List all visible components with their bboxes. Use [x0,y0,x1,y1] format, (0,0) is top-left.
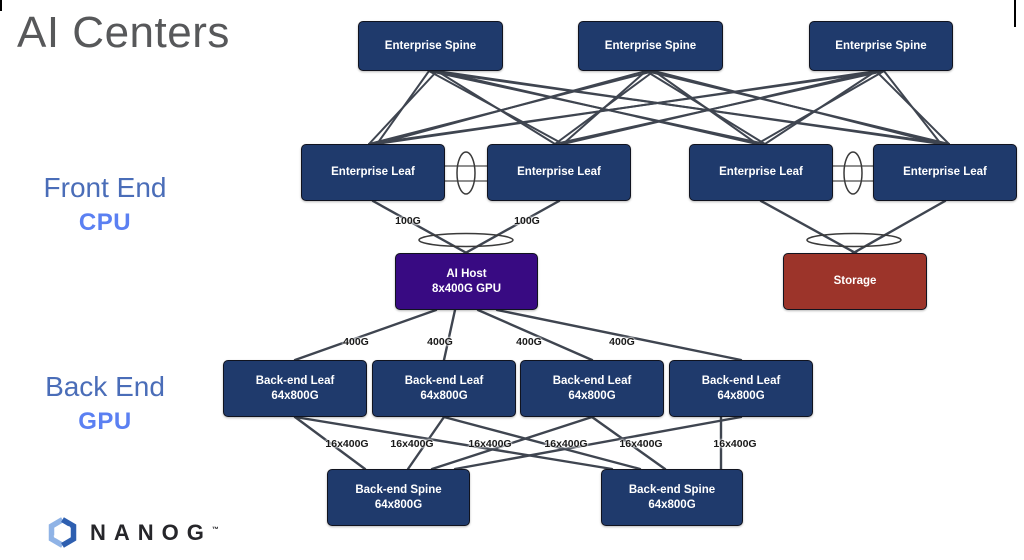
node-label: Back-end Spine [628,483,716,496]
node-sublabel: 8x400G GPU [431,282,502,295]
node-label: Back-end Spine [355,483,442,496]
ai-host-node: AI Host 8x400G GPU [395,253,538,310]
backend-leaf-4: Back-end Leaf 64x800G [669,360,813,417]
ai-host-bundle-oval [418,232,514,248]
cpu-label: CPU [78,209,132,236]
storage-bundle-oval [806,232,902,248]
enterprise-spine-3: Enterprise Spine [809,21,953,71]
node-sublabel: 64x800G [420,389,468,402]
node-label: Storage [833,275,877,288]
storage-node: Storage [783,253,927,310]
link-label-400g-3: 400G [516,336,542,348]
back-end-section-label: Back End GPU [0,371,210,436]
link-label-100g-1: 100G [395,215,421,227]
enterprise-leaf-2: Enterprise Leaf [487,144,631,201]
node-sublabel: 64x800G [271,389,319,402]
backend-leaf-to-spine-links [293,415,743,471]
front-end-section-label: Front End CPU [0,172,210,237]
node-label: Enterprise Spine [384,39,477,52]
front-end-label: Front End [43,172,167,203]
nanog-logo-icon [48,517,77,548]
node-label: Enterprise Spine [835,39,927,52]
node-sublabel: 64x800G [717,389,765,402]
backend-leaf-3: Back-end Leaf 64x800G [520,360,664,417]
nanog-wordmark: NANOG™ [90,520,219,546]
back-end-label: Back End [45,371,165,402]
node-label: Enterprise Leaf [719,166,803,179]
link-label-16x400g-4: 16x400G [544,438,588,450]
node-sublabel: 64x800G [648,498,696,511]
trademark-symbol: ™ [211,526,219,534]
node-sublabel: 64x800G [568,389,616,402]
link-label-16x400g-2: 16x400G [390,438,434,450]
backend-spine-1: Back-end Spine 64x800G [327,469,470,526]
link-label-16x400g-5: 16x400G [619,438,663,450]
backend-leaf-1: Back-end Leaf 64x800G [223,360,367,417]
link-label-16x400g-3: 16x400G [468,438,512,450]
node-label: Enterprise Leaf [517,166,601,179]
link-label-400g-2: 400G [427,336,453,348]
node-label: Back-end Leaf [552,374,632,387]
backend-leaf-2: Back-end Leaf 64x800G [372,360,516,417]
enterprise-spine-2: Enterprise Spine [578,21,723,71]
spine-to-leaf-links [368,70,950,145]
node-label: Back-end Leaf [404,374,484,387]
enterprise-spine-1: Enterprise Spine [358,21,503,71]
node-label: Enterprise Leaf [903,166,987,179]
link-label-400g-1: 400G [343,336,369,348]
enterprise-leaf-4: Enterprise Leaf [873,144,1017,201]
enterprise-leaf-1: Enterprise Leaf [301,144,445,201]
enterprise-leaf-3: Enterprise Leaf [689,144,833,201]
link-aggregation-ovals [418,151,902,248]
backend-spine-2: Back-end Spine 64x800G [601,469,743,526]
node-label: Enterprise Leaf [331,166,415,179]
link-label-16x400g-6: 16x400G [713,438,757,450]
node-label: Back-end Leaf [255,374,335,387]
leaf-to-host-links [371,199,947,258]
node-sublabel: 64x800G [374,498,423,511]
slide-title: AI Centers [17,8,230,57]
host-to-backend-leaf-links [293,308,743,362]
node-label: Back-end Leaf [701,374,781,387]
link-label-16x400g-1: 16x400G [325,438,369,450]
mlag-oval-left [456,151,476,195]
link-label-400g-4: 400G [609,336,635,348]
mlag-oval-right [843,151,863,195]
node-label: AI Host [446,267,487,280]
node-label: Enterprise Spine [604,39,697,52]
nanog-wordmark-text: NANOG [90,519,212,545]
gpu-label: GPU [78,408,132,435]
link-label-100g-2: 100G [514,215,540,227]
slide-edge-mark-right [1014,0,1016,27]
leaf-peer-links [445,165,873,182]
slide-edge-mark-left [0,0,2,11]
nanog-logo: NANOG™ [44,516,219,549]
